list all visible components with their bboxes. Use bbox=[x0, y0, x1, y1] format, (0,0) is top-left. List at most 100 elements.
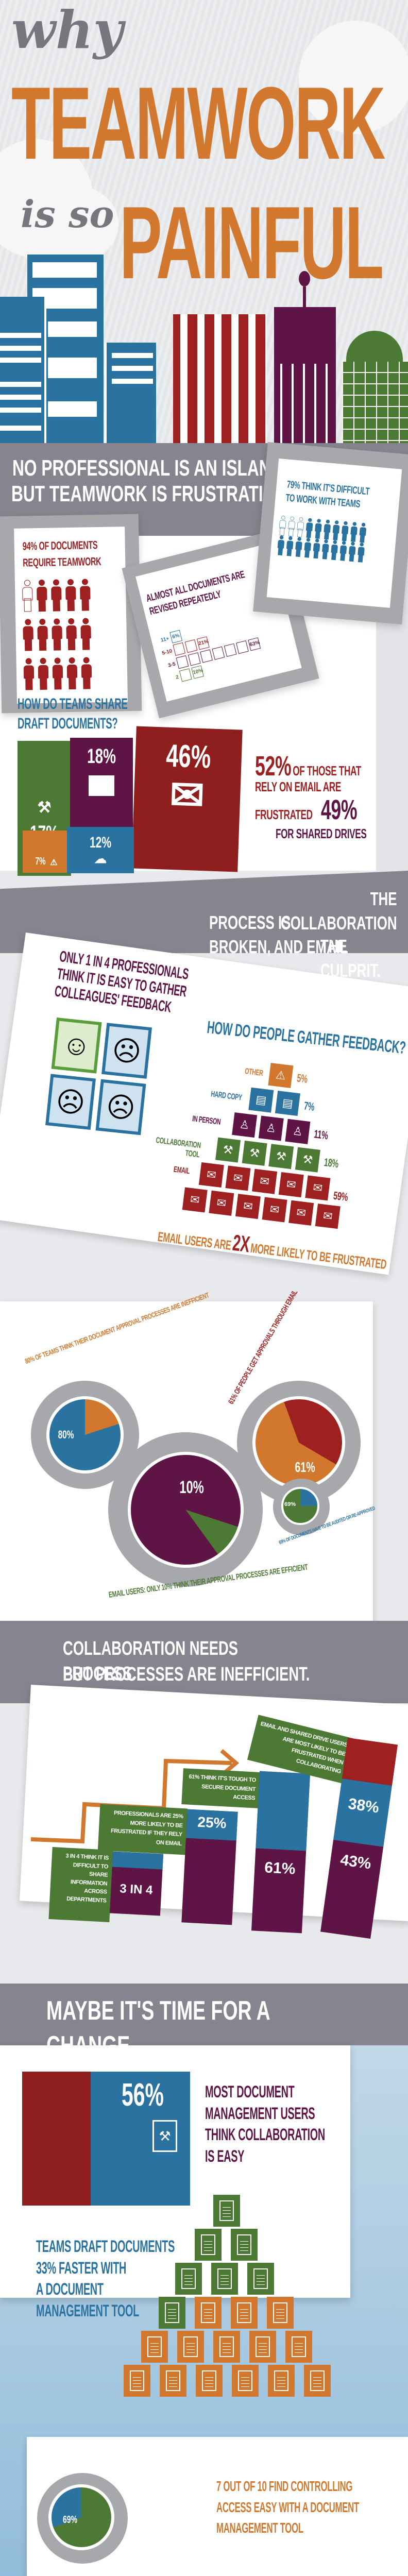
puzzle-email: 46% ✉ bbox=[131, 726, 243, 872]
people-grid-red bbox=[20, 579, 115, 698]
pie-69-small bbox=[281, 1487, 319, 1525]
feedback-collab-tile: ⚒ bbox=[268, 1144, 294, 1170]
collab-tool-icon: ⚒ bbox=[152, 2120, 177, 2152]
doc-tile-orange bbox=[141, 2331, 168, 2363]
doc-tile-orange bbox=[160, 2365, 186, 2397]
shared-drive-icon bbox=[89, 775, 114, 796]
avatar-unhappy: ☹ bbox=[95, 1079, 146, 1136]
feedback-inperson-tile: ♙ bbox=[232, 1112, 258, 1138]
feedback-email-tile: ✉ bbox=[182, 1187, 208, 1213]
building-red bbox=[173, 314, 267, 443]
avatar-happy: ☺ bbox=[51, 1018, 102, 1074]
puzzle-56-blue: 56% ⚒ bbox=[91, 2072, 190, 2206]
building-blue-mid bbox=[105, 343, 156, 443]
avatar-unhappy: ☹ bbox=[101, 1023, 152, 1079]
feedback-email-tile: ✉ bbox=[315, 1204, 341, 1229]
card-94-line1: 94% OF DOCUMENTS bbox=[22, 538, 98, 553]
feedback-email-tile: ✉ bbox=[235, 1194, 261, 1219]
doc-tile-orange bbox=[196, 2365, 223, 2397]
step-1-bar: 3 IN 4 bbox=[109, 1851, 164, 1916]
cloud-icon: ☁ bbox=[94, 852, 107, 866]
title-why: why bbox=[11, 0, 123, 60]
doc-tile-orange bbox=[232, 2365, 259, 2397]
doc-tile-green bbox=[159, 2297, 185, 2329]
title-is-so: is so bbox=[21, 192, 114, 236]
feedback-inperson-tile: ♙ bbox=[258, 1115, 284, 1141]
doc-pyramid-bottom bbox=[124, 2365, 340, 2401]
feedback-collab-tile: ⚒ bbox=[242, 1140, 267, 1166]
people-grid-blue bbox=[274, 515, 392, 589]
doc-tile-orange bbox=[304, 2365, 331, 2397]
feedback-inperson-tile: ♙ bbox=[285, 1118, 311, 1144]
card-79-teams: 79% THINK IT'S DIFFICULT TO WORK WITH TE… bbox=[253, 442, 408, 625]
building-green-dome bbox=[342, 331, 408, 443]
avatar-unhappy: ☹ bbox=[45, 1074, 96, 1130]
step-3-bar: 61% bbox=[251, 1771, 311, 1934]
building-purple-tower bbox=[274, 271, 336, 443]
feedback-hardcopy-tile: ▤ bbox=[248, 1087, 274, 1113]
gear-69-small: 69% bbox=[273, 1479, 330, 1535]
feedback-collab-tile: ⚒ bbox=[295, 1147, 320, 1173]
title-teamwork: TEAMWORK bbox=[11, 66, 386, 181]
doc-tile-orange bbox=[268, 2365, 295, 2397]
feedback-email-tile: ✉ bbox=[225, 1165, 251, 1191]
feedback-hardcopy-tile: ▤ bbox=[275, 1091, 300, 1116]
doc-tile-orange bbox=[249, 2331, 276, 2363]
doc-tile-orange bbox=[124, 2365, 150, 2397]
cloud-decoration bbox=[299, 21, 408, 134]
doc-tile-orange bbox=[177, 2331, 204, 2363]
puzzle-shared-drive: 18% bbox=[70, 738, 133, 842]
step-1-caption: 3 IN 4 THINK IT IS DIFFICULT TO SHARE IN… bbox=[48, 1847, 113, 1922]
email-frustration-stat: 52% OF THOSE THAT RELY ON EMAIL ARE FRUS… bbox=[255, 751, 367, 841]
building-blue-short bbox=[0, 297, 46, 443]
section5-band bbox=[0, 1984, 408, 2045]
doc-tile-green bbox=[213, 2195, 240, 2227]
doc-tile-orange bbox=[267, 2297, 294, 2329]
section1-heading-line2: BUT TEAMWORK IS FRUSTRATING. bbox=[11, 481, 292, 506]
doc-tile-orange bbox=[285, 2331, 312, 2363]
collab-tool-icon: ⚒ bbox=[37, 799, 52, 816]
card-94-line2: REQUIRE TEAMWORK bbox=[23, 554, 101, 569]
feedback-email-tile: ✉ bbox=[262, 1197, 287, 1223]
puzzle-56-red bbox=[22, 2072, 91, 2206]
doc-pyramid bbox=[118, 2195, 335, 2363]
feedback-email-tile: ✉ bbox=[209, 1190, 234, 1216]
step-2-caption: PROFESSIONALS ARE 25% MORE LIKELY TO BE … bbox=[97, 1804, 188, 1855]
doc-tile-green bbox=[195, 2229, 222, 2261]
envelope-icon: ✉ bbox=[169, 771, 206, 819]
feedback-email-tile: ✉ bbox=[198, 1162, 224, 1188]
doc-tile-green bbox=[231, 2229, 258, 2261]
hero-header: why TEAMWORK is so PAINFUL bbox=[0, 0, 408, 443]
doc-tile-green bbox=[175, 2263, 202, 2295]
share-question-line2: DRAFT DOCUMENTS? bbox=[18, 715, 118, 732]
feedback-email-tile: ✉ bbox=[252, 1168, 278, 1194]
doc-tile-orange bbox=[231, 2297, 258, 2329]
faster-stat: TEAMS DRAFT DOCUMENTS 33% FASTER WITH A … bbox=[36, 2237, 175, 2320]
feedback-collab-tile: ⚒ bbox=[215, 1137, 241, 1163]
puzzle-cloud: 12% ☁ bbox=[67, 827, 134, 873]
pie-69-access bbox=[48, 2484, 114, 2550]
gear-69-access: 69% bbox=[37, 2473, 128, 2564]
avatar-grid: ☺ ☹ ☹ ☹ bbox=[45, 1018, 152, 1136]
puzzle-other: 7% ⚠ bbox=[23, 831, 68, 873]
feedback-email-tile: ✉ bbox=[288, 1200, 314, 1226]
section2-heading-line1: THE COLLABORATION bbox=[281, 888, 397, 934]
feedback-other-tile: ⚠ bbox=[268, 1062, 294, 1089]
pie-80 bbox=[46, 1396, 124, 1473]
section4-heading-line2: BUT PROCESSES ARE INEFFICIENT. bbox=[63, 1664, 310, 1685]
dm-users-stat: MOST DOCUMENT MANAGEMENT USERS THINK COL… bbox=[205, 2082, 325, 2165]
doc-tile-orange bbox=[195, 2297, 222, 2329]
cloud-decoration bbox=[31, 185, 118, 263]
card-94-teamwork: 94% OF DOCUMENTS REQUIRE TEAMWORK bbox=[0, 514, 142, 714]
step-2-bar: 25% bbox=[181, 1809, 238, 1925]
doc-tile-green bbox=[247, 2263, 274, 2295]
section1-heading-line1: NO PROFESSIONAL IS AN ISLAND. bbox=[12, 455, 287, 481]
puzzle-56: 56% ⚒ bbox=[22, 2072, 190, 2206]
feedback-email-tile: ✉ bbox=[305, 1175, 331, 1201]
step-3-caption: 61% THINK IT'S TOUGH TO SECURE DOCUMENT … bbox=[181, 1768, 261, 1808]
title-painful: PAINFUL bbox=[120, 185, 384, 300]
pie-10 bbox=[128, 1452, 244, 1568]
section4-heading-line1: COLLABORATION NEEDS PROCESS. bbox=[63, 1638, 238, 1685]
share-question-line1: HOW DO TEAMS SHARE bbox=[18, 696, 128, 713]
